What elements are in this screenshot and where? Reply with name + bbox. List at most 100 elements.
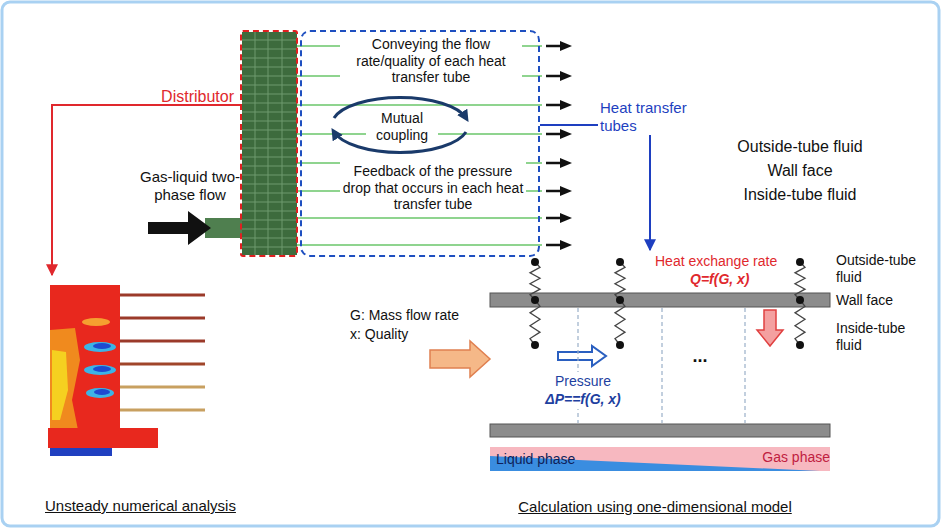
contour-zone [93, 343, 111, 349]
outflow-arrow [546, 45, 562, 48]
node-dot [796, 296, 804, 304]
mesh-line [242, 76, 297, 77]
node-dot [616, 341, 624, 349]
heat-arrow [757, 310, 783, 346]
annotation-label: Inside-tube fluid [836, 320, 934, 353]
outflow-arrow [560, 129, 572, 139]
coupling-arrows [334, 98, 466, 153]
contour-column [50, 285, 120, 435]
thermal-resistance [530, 262, 540, 300]
connector-label: Heat transfer tubes [598, 98, 718, 135]
mesh-line [242, 211, 297, 212]
annotation-label: Wall face [700, 162, 900, 181]
mesh-line [242, 112, 297, 113]
distributor-body [242, 32, 297, 255]
mesh-line [242, 238, 297, 239]
annotation-label: Liquid phase [496, 451, 606, 468]
annotation-label: Outside-tube fluid [836, 252, 934, 285]
annotation-label: Inside-tube fluid [700, 186, 900, 205]
node-dot [531, 258, 539, 266]
cfd-tube [120, 317, 205, 320]
cfd-tubes [120, 295, 205, 410]
cfd-panel: Unsteady numerical analysis [30, 275, 275, 525]
mesh-line [242, 148, 297, 149]
annotation-label: Outside-tube fluid [700, 138, 900, 157]
panel-caption: Calculation using one-dimensional model [470, 498, 840, 516]
tube-line [297, 244, 542, 246]
contour-zone [84, 365, 116, 375]
outflow-arrow [546, 190, 562, 193]
mesh-line [242, 58, 297, 59]
outflow-arrow [560, 240, 572, 250]
cfd-contour [48, 285, 158, 456]
inflow-arrow [430, 341, 490, 377]
mesh-line [242, 67, 297, 68]
cell-boundary [661, 308, 662, 423]
distributor-box: Distributor [240, 30, 298, 257]
contour-zone [50, 328, 80, 432]
contour-zone [82, 318, 110, 326]
outflow-arrow [560, 100, 572, 110]
tube-bundle-box: Conveying the flow rate/quality of each … [300, 30, 540, 257]
outflow-arrow [546, 162, 562, 165]
cell-boundary [744, 308, 745, 423]
cfd-tube [120, 294, 205, 297]
mesh-line [268, 32, 269, 255]
thermal-resistance [615, 300, 625, 345]
model-panel: Calculation using one-dimensional model [470, 250, 840, 525]
outflow-arrow [546, 244, 562, 247]
contour-zone [84, 342, 116, 352]
cfd-tube [120, 409, 205, 412]
contour-zone [94, 389, 110, 395]
node-heading: Distributor [94, 88, 234, 107]
annotation-label: G: Mass flow rate [350, 307, 480, 324]
cfd-tube [120, 363, 205, 366]
tube-line [297, 104, 542, 106]
node-dot [796, 258, 804, 266]
tube-line [297, 217, 542, 219]
node-dot [616, 258, 624, 266]
mesh-line [242, 220, 297, 221]
node-dot [616, 296, 624, 304]
contour-zone [50, 448, 112, 456]
cfd-tube [120, 340, 205, 343]
node-text: Conveying the flow rate/quality of each … [340, 35, 522, 87]
mesh-line [242, 175, 297, 176]
one-dimensional-model [430, 258, 830, 471]
mesh-line [242, 166, 297, 167]
annotation-label: x: Quality [350, 326, 430, 343]
outflow-arrow [546, 75, 562, 78]
mesh-line [242, 130, 297, 131]
mesh-line [242, 139, 297, 140]
annotation-label: Q=f(G, x) [690, 271, 770, 288]
mesh-line [282, 32, 283, 255]
contour-zone [93, 366, 111, 372]
annotation-label: Heat exchange rate [655, 253, 787, 270]
annotation-label: Gas phase [750, 449, 830, 466]
mesh-line [242, 94, 297, 95]
cfd-tube [120, 386, 205, 389]
outflow-arrow [546, 104, 562, 107]
outflow-arrow [546, 217, 562, 220]
mesh-line [242, 85, 297, 86]
mesh-line [242, 193, 297, 194]
outflow-arrow [560, 41, 572, 51]
mesh-line [242, 49, 297, 50]
mesh-line [242, 247, 297, 248]
contour-zone [52, 350, 68, 420]
annotation-label: ΔP==f(G, x) [533, 390, 633, 409]
annotation-label: Wall face [836, 292, 934, 309]
mesh-line [255, 32, 256, 255]
thermal-resistance [795, 262, 805, 300]
annotation-label: Gas-liquid two-phase flow [138, 168, 242, 203]
outflow-arrow [560, 186, 572, 196]
node-text: Feedback of the pressure drop that occur… [340, 162, 526, 214]
outflow-arrow [560, 213, 572, 223]
outflow-arrow [560, 71, 572, 81]
tube-wall [490, 424, 830, 437]
connector [540, 125, 650, 250]
contour-inlet [48, 428, 158, 448]
inflow-arrow [148, 211, 211, 245]
mesh-line [242, 40, 297, 41]
